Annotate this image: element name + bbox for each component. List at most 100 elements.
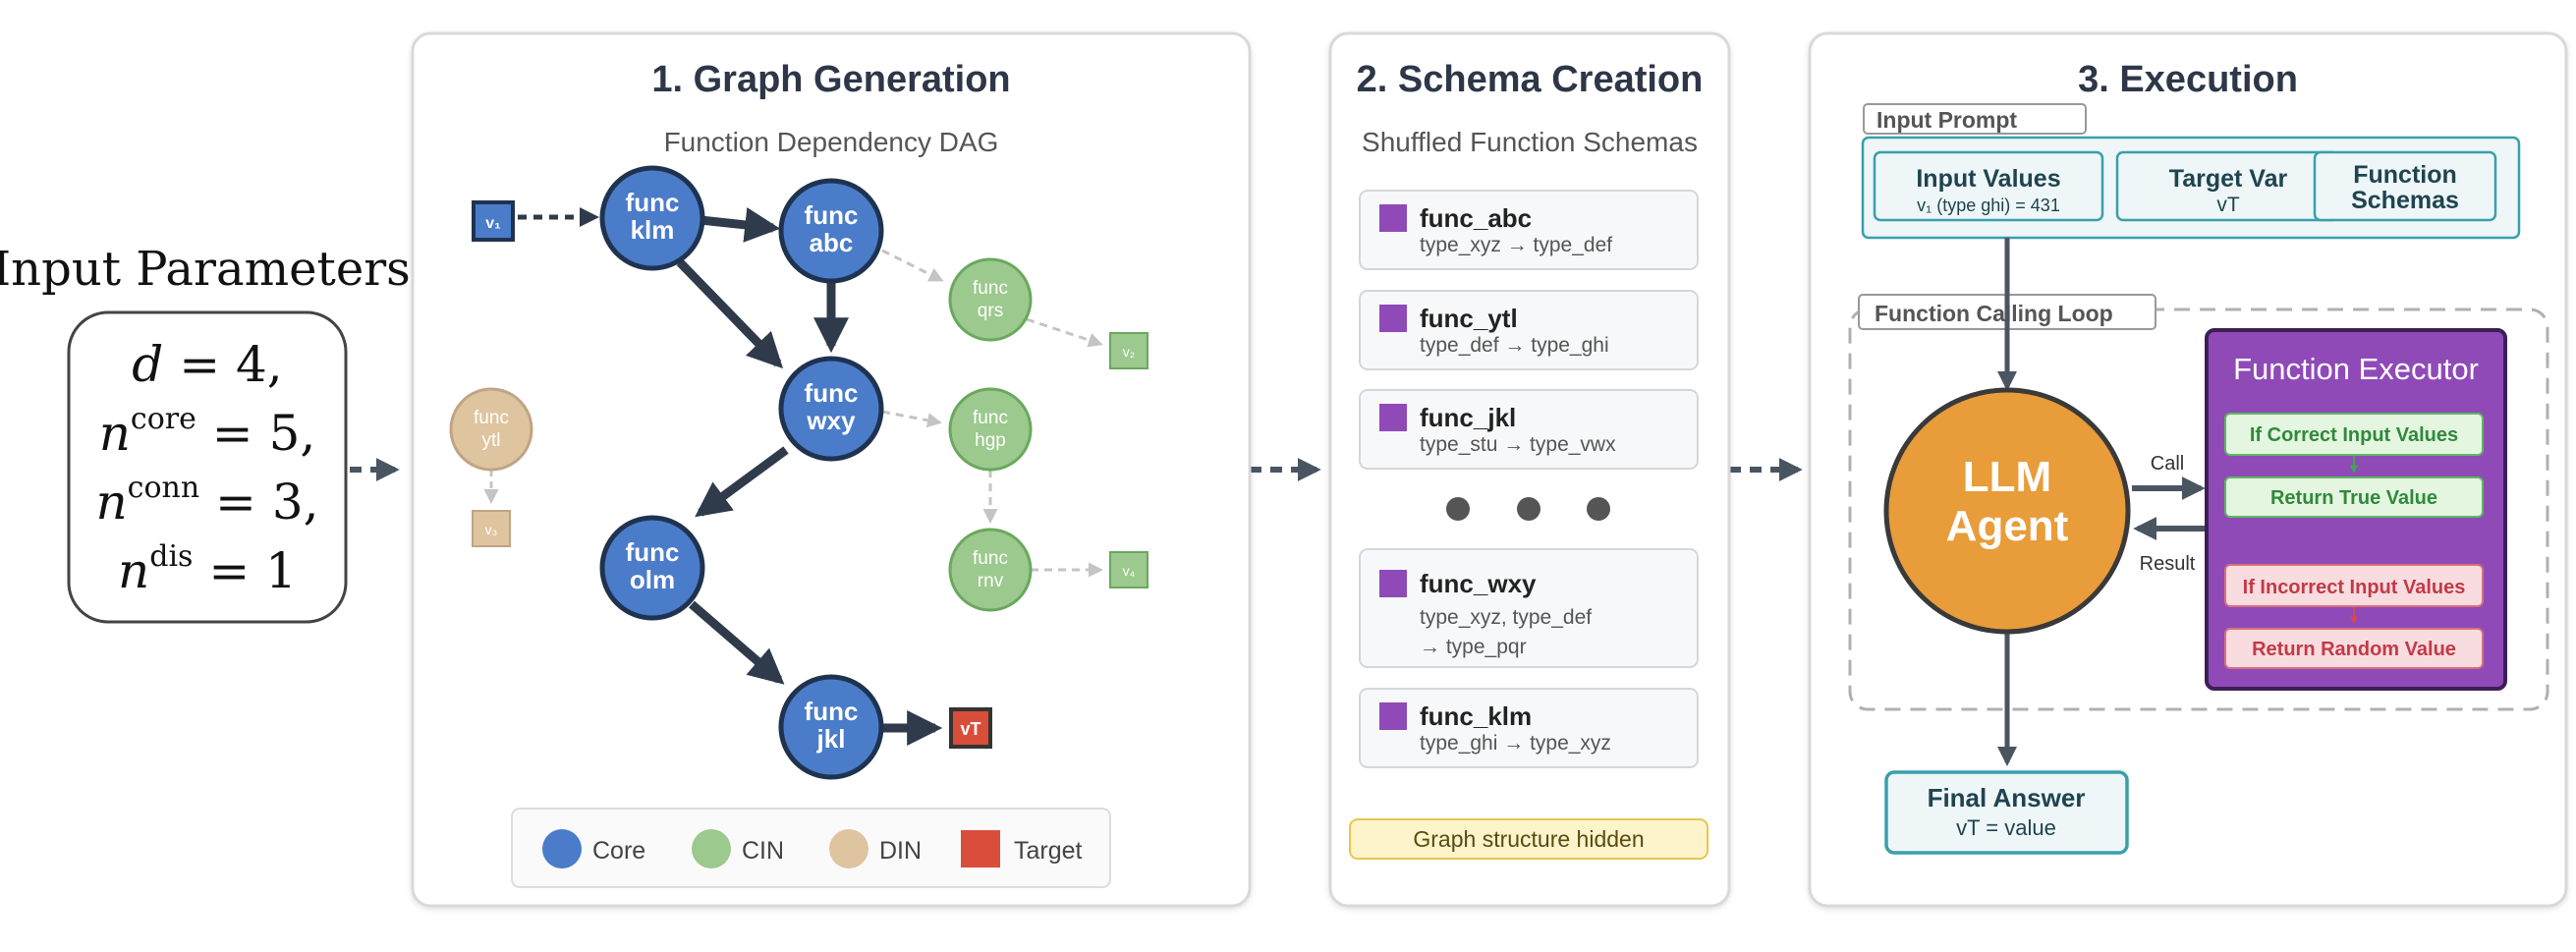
svg-text:Input Prompt: Input Prompt — [1876, 107, 2017, 133]
svg-text:func: func — [805, 200, 859, 230]
svg-text:olm: olm — [630, 565, 675, 594]
correct-condition-box — [2224, 413, 2484, 456]
schema-card-func-wxy: func_wxy type_xyz, type_def → type_pqr — [1359, 548, 1699, 668]
true-value-label: Return True Value — [2270, 487, 2437, 509]
prompt-box-input-values: Input Values v₁ (type ghi) = 431 — [1873, 150, 2104, 222]
result-label: Result — [2140, 553, 2196, 575]
svg-text:ytl: ytl — [482, 430, 501, 451]
svg-text:rnv: rnv — [978, 571, 1004, 591]
svg-text:type_xyz, type_def: type_xyz, type_def — [1420, 606, 1592, 629]
graph-legend: Core CIN DIN Target — [511, 808, 1111, 888]
svg-text:wxy: wxy — [806, 406, 856, 435]
legend-box — [511, 808, 1111, 888]
true-value-box — [2224, 476, 2484, 518]
var-v1: v₁ — [472, 200, 515, 242]
svg-text:vT = value: vT = value — [1956, 815, 2056, 840]
var-v3: v₃ — [472, 510, 511, 547]
final-answer: Final Answer vT = value — [1884, 770, 2129, 855]
node-func-hgp: func hgp — [948, 387, 1033, 472]
node-func-ytl: func ytl — [449, 387, 533, 472]
svg-text:v₁ (type ghi) = 431: v₁ (type ghi) = 431 — [1917, 196, 2060, 215]
var-v4: v₄ — [1109, 551, 1148, 588]
param-equations: d = 4, ncore = 5, nconn = 3, ndis = 1 — [95, 336, 318, 599]
svg-text:Schemas: Schemas — [2351, 187, 2459, 214]
node-func-rnv: func rnv — [948, 528, 1033, 612]
schema-footer-badge: Graph structure hidden — [1349, 818, 1708, 860]
svg-text:klm: klm — [631, 215, 675, 245]
svg-text:func: func — [973, 548, 1008, 569]
svg-text:abc: abc — [810, 228, 854, 257]
node-func-olm: func olm — [599, 515, 705, 621]
legend-din-swatch — [829, 829, 868, 868]
schema-card-func-klm: func_klm type_ghi → type_xyz — [1359, 688, 1699, 768]
schema-card-func-ytl: func_ytl type_def → type_ghi — [1359, 290, 1699, 370]
svg-text:func_ytl: func_ytl — [1420, 304, 1518, 333]
executor-title: Function Executor — [2233, 352, 2479, 386]
llm-agent: LLM Agent — [1883, 387, 2131, 635]
exec-panel-title: 3. Execution — [2078, 59, 2298, 100]
svg-text:→ type_pqr: → type_pqr — [1420, 636, 1527, 658]
incorrect-condition-label: If Incorrect Input Values — [2243, 577, 2466, 598]
svg-text:Graph structure hidden: Graph structure hidden — [1413, 826, 1644, 852]
legend-target-swatch — [961, 830, 1000, 868]
param-n-dis: ndis = 1 — [118, 539, 297, 599]
aux-nodes: func qrs func hgp func rnv func ytl — [449, 257, 1033, 612]
param-d: d = 4, — [132, 336, 282, 393]
svg-text:type_def → type_ghi: type_def → type_ghi — [1420, 334, 1609, 357]
correct-condition-label: If Correct Input Values — [2250, 424, 2458, 446]
schema-panel-title: 2. Schema Creation — [1357, 59, 1704, 100]
node-func-klm: func klm — [599, 165, 705, 271]
svg-text:func: func — [626, 537, 680, 567]
svg-text:Function: Function — [2353, 161, 2457, 189]
svg-text:Target Var: Target Var — [2169, 165, 2288, 193]
svg-text:vT: vT — [2216, 194, 2240, 216]
svg-text:v₁: v₁ — [485, 215, 501, 232]
legend-cin-label: CIN — [742, 837, 784, 865]
svg-text:func_jkl: func_jkl — [1420, 403, 1516, 432]
input-prompt-tag: Input Prompt — [1863, 103, 2087, 135]
legend-target-label: Target — [1014, 837, 1083, 865]
svg-text:func_wxy: func_wxy — [1420, 569, 1537, 598]
legend-cin-swatch — [692, 829, 731, 868]
svg-text:Final Answer: Final Answer — [1928, 783, 2086, 812]
node-func-wxy: func wxy — [778, 356, 884, 462]
svg-text:func: func — [973, 408, 1008, 428]
input-params-box — [67, 310, 348, 624]
prompt-box-target-var: Target Var vT — [2115, 150, 2341, 222]
svg-text:LLM: LLM — [1963, 453, 2051, 501]
incorrect-condition-box — [2224, 564, 2484, 607]
edge-wxy-olm — [695, 446, 789, 518]
schema-card-func-abc: func_abc type_xyz → type_def — [1359, 190, 1699, 270]
svg-text:v₃: v₃ — [485, 522, 498, 537]
svg-text:type_xyz → type_def: type_xyz → type_def — [1420, 234, 1612, 256]
edge-olm-jkl — [689, 600, 785, 685]
svg-text:jkl: jkl — [816, 724, 846, 754]
function-executor: Function Executor If Correct Input Value… — [2205, 328, 2507, 691]
param-n-conn: nconn = 3, — [95, 471, 318, 531]
svg-text:func: func — [805, 697, 859, 726]
edge-klm-wxy — [676, 258, 784, 369]
svg-text:func_abc: func_abc — [1420, 203, 1532, 233]
node-func-jkl: func jkl — [778, 674, 884, 780]
legend-core-swatch — [542, 829, 582, 868]
graph-panel-subtitle: Function Dependency DAG — [664, 127, 999, 157]
svg-text:v₂: v₂ — [1123, 344, 1135, 360]
var-vt-target: vT — [949, 707, 992, 749]
node-func-qrs: func qrs — [948, 257, 1033, 342]
edge-abc-qrs — [881, 249, 944, 282]
function-calling-loop — [1848, 308, 2549, 711]
svg-text:type_ghi → type_xyz: type_ghi → type_xyz — [1420, 732, 1611, 755]
svg-text:func: func — [626, 188, 680, 217]
edge-wxy-hgp — [881, 410, 942, 428]
edge-klm-abc — [700, 207, 781, 243]
svg-text:func: func — [973, 278, 1008, 299]
var-v2: v₂ — [1109, 332, 1148, 369]
svg-text:hgp: hgp — [975, 430, 1006, 451]
legend-din-label: DIN — [879, 837, 922, 865]
call-label: Call — [2151, 453, 2184, 475]
prompt-box-function-schemas: Function Schemas — [2313, 150, 2497, 222]
svg-text:Input Values: Input Values — [1916, 165, 2060, 193]
random-value-box — [2224, 628, 2484, 669]
svg-text:func: func — [805, 378, 859, 408]
